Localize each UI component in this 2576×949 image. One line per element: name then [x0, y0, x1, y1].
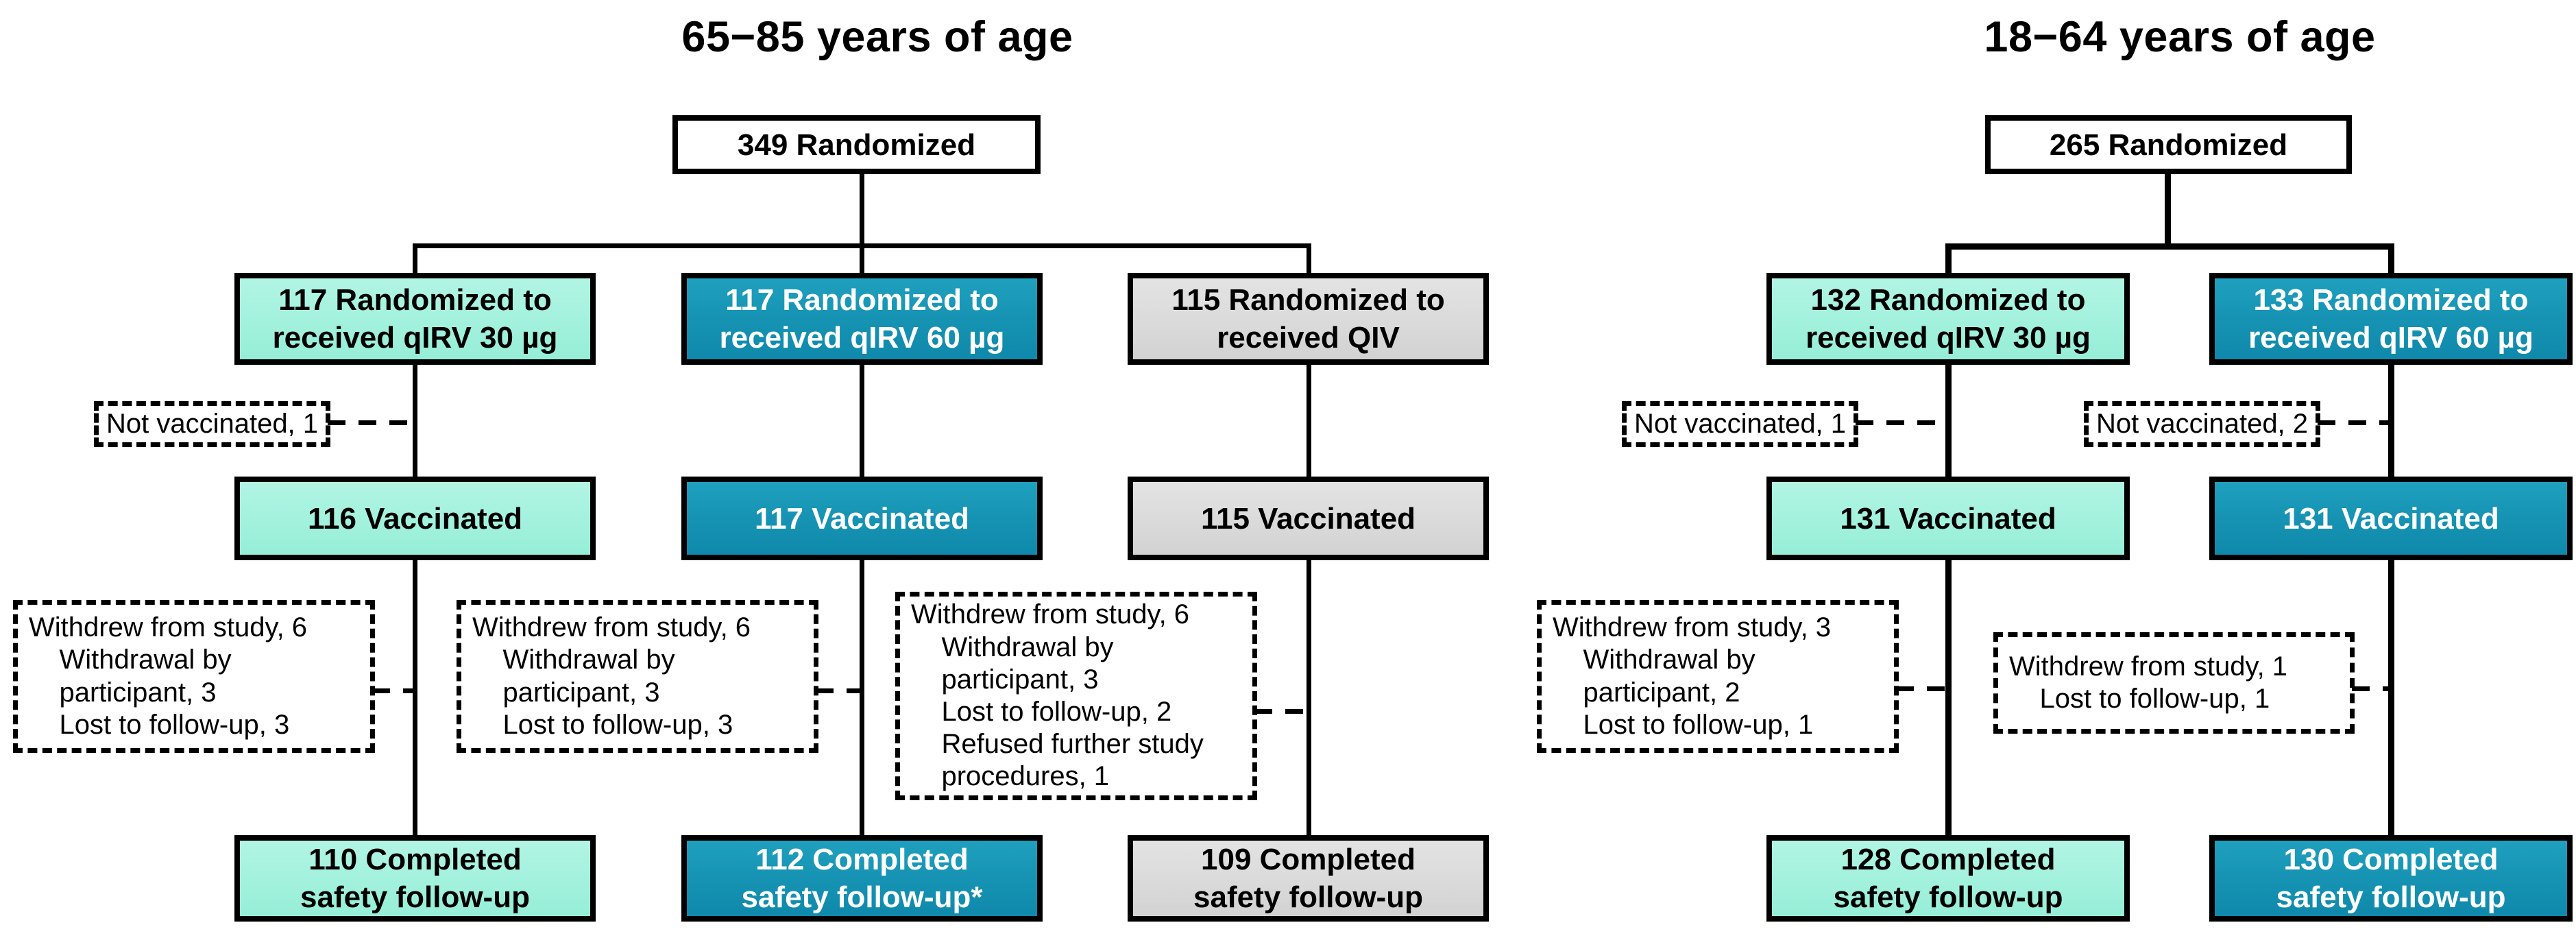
withdrew-box-18-64-qirv60: Withdrew from study, 1 Lost to follow-up… [1993, 632, 2355, 734]
branch-box-18-64-qirv60: 133 Randomized to received qIRV 60 µg [2209, 273, 2573, 365]
connector-dashed [2352, 686, 2390, 691]
vaccinated-box-18-64-qirv30: 131 Vaccinated [1766, 477, 2130, 560]
connector-solid [1945, 363, 1952, 478]
connector-solid [2388, 559, 2394, 837]
connector-solid [860, 174, 864, 246]
not-vaccinated-box-65-85-qirv30: Not vaccinated, 1 [94, 401, 330, 447]
branch-box-65-85-qirv30: 117 Randomized to received qIRV 30 µg [234, 273, 596, 365]
completed-box-65-85-qirv30: 110 Completed safety follow-up [234, 835, 596, 922]
connector-dashed [372, 688, 415, 693]
age-18-64-title: 18−64 years of age [1984, 13, 2376, 61]
withdrew-box-65-85-qirv60: Withdrew from study, 6 Withdrawal by par… [457, 600, 818, 753]
connector-solid [2388, 245, 2394, 276]
connector-dashed [2318, 420, 2390, 425]
connector-solid [860, 363, 864, 478]
vaccinated-box-65-85-qirv60: 117 Vaccinated [681, 477, 1043, 560]
completed-box-18-64-qirv60: 130 Completed safety follow-up [2209, 835, 2573, 922]
withdrew-box-65-85-qirv30: Withdrew from study, 6 Withdrawal by par… [13, 600, 375, 753]
randomized-total-box-18-64: 265 Randomized [1985, 115, 2352, 174]
branch-box-18-64-qirv30: 132 Randomized to received qIRV 30 µg [1766, 273, 2130, 365]
connector-solid [413, 559, 417, 837]
completed-box-65-85-qirv60: 112 Completed safety follow-up* [681, 835, 1043, 922]
connector-dashed [1254, 709, 1309, 714]
completed-box-65-85-qiv: 109 Completed safety follow-up [1128, 835, 1489, 922]
branch-box-65-85-qiv: 115 Randomized to received QIV [1128, 273, 1489, 365]
vaccinated-box-18-64-qirv60: 131 Vaccinated [2209, 477, 2573, 560]
not-vaccinated-box-18-64-qirv60: Not vaccinated, 2 [2084, 401, 2320, 447]
vaccinated-box-65-85-qiv: 115 Vaccinated [1128, 477, 1489, 560]
connector-solid [1945, 559, 1952, 837]
connector-solid [2388, 363, 2394, 478]
connector-dashed [328, 420, 415, 425]
withdrew-box-65-85-qiv: Withdrew from study, 6 Withdrawal by par… [895, 592, 1257, 800]
connector-solid [1307, 245, 1311, 276]
not-vaccinated-box-18-64-qirv30: Not vaccinated, 1 [1622, 401, 1858, 447]
connector-solid [413, 245, 417, 276]
withdrew-box-18-64-qirv30: Withdrew from study, 3 Withdrawal by par… [1537, 600, 1899, 753]
age-65-85-title: 65−85 years of age [681, 13, 1073, 61]
connector-solid [2165, 174, 2171, 246]
connector-solid [1307, 363, 1311, 478]
connector-solid [1945, 243, 2394, 250]
connector-dashed [1856, 420, 1947, 425]
branch-box-65-85-qirv60: 117 Randomized to received qIRV 60 µg [681, 273, 1043, 365]
connector-dashed [816, 688, 862, 693]
connector-solid [860, 245, 864, 276]
connector-dashed [1896, 686, 1947, 691]
connector-solid [860, 559, 864, 837]
vaccinated-box-65-85-qirv30: 116 Vaccinated [234, 477, 596, 560]
completed-box-18-64-qirv30: 128 Completed safety follow-up [1766, 835, 2130, 922]
connector-solid [1307, 559, 1311, 837]
connector-solid [1945, 245, 1952, 276]
randomized-total-box-65-85: 349 Randomized [672, 115, 1041, 174]
